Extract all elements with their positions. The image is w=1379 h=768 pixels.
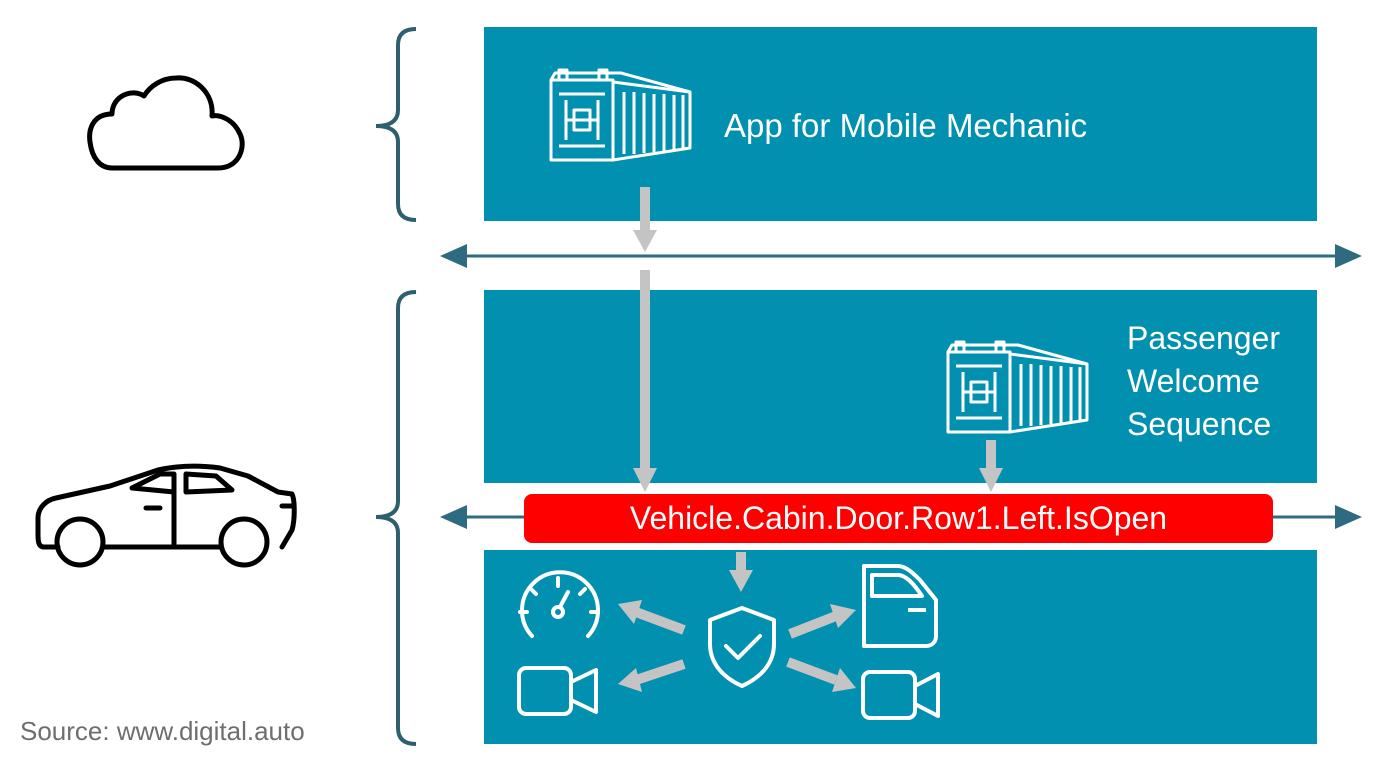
- car-icon: [35, 463, 297, 568]
- vehicle-app-panel: [484, 290, 1317, 483]
- vehicle-signal-bar: Vehicle.Cabin.Door.Row1.Left.IsOpen: [524, 494, 1273, 543]
- passenger-label-line: Sequence: [1127, 406, 1272, 442]
- passenger-label-line: Passenger: [1127, 320, 1280, 356]
- passenger-label-line: Welcome: [1127, 363, 1260, 399]
- cloud-icon: [87, 75, 245, 171]
- mobile-mechanic-app-label: App for Mobile Mechanic: [724, 107, 1088, 144]
- vehicle-services-panel: [484, 550, 1317, 744]
- source-note: Source: www.digital.auto: [20, 716, 305, 746]
- cloud-bracket: [375, 27, 417, 222]
- passenger-welcome-app-label: Passenger Welcome Sequence: [1127, 317, 1317, 446]
- vehicle-bracket: [375, 290, 417, 746]
